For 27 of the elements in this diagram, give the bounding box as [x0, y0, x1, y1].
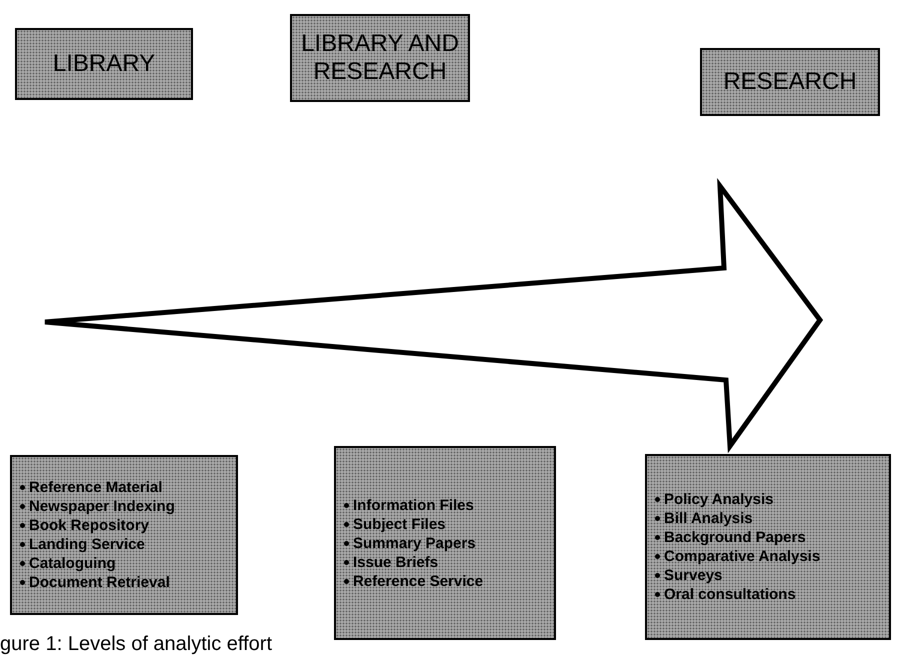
bullet-item: Newspaper Indexing: [20, 497, 228, 516]
bullet-item: Background Papers: [655, 528, 881, 547]
shaded-box: [334, 446, 556, 640]
shaded-box: [15, 28, 193, 100]
bullet-item: Subject Files: [344, 514, 546, 534]
bullet-item: Cataloguing: [20, 554, 228, 573]
bullet-item: Landing Service: [20, 535, 228, 554]
bullet-item: Comparative Analysis: [655, 547, 881, 566]
box-title: LIBRARY AND RESEARCH: [300, 30, 460, 86]
box-title: LIBRARY: [52, 50, 156, 78]
bullet-item: Reference Service: [344, 572, 546, 590]
bullet-item: Bill Analysis: [655, 509, 881, 528]
bullet-item: Reference Material: [20, 478, 228, 497]
bullet-item: Policy Analysis: [655, 490, 881, 509]
shaded-box: [700, 48, 880, 116]
bullet-item: Book Repository: [20, 516, 228, 535]
bullet-item: Surveys: [655, 566, 881, 585]
shaded-box: [290, 14, 470, 102]
box-title: RESEARCH: [722, 68, 858, 96]
bullet-item: Information Files: [344, 496, 546, 514]
bullet-item: Summary Papers: [344, 534, 546, 552]
bullet-item: Issue Briefs: [344, 552, 546, 572]
caption: gure 1: Levels of analytic effort: [0, 632, 272, 656]
shaded-box: [10, 455, 238, 615]
bullet-item: Oral consultations: [655, 585, 881, 604]
bullet-item: Document Retrieval: [20, 573, 228, 592]
shaded-box: [645, 454, 891, 640]
